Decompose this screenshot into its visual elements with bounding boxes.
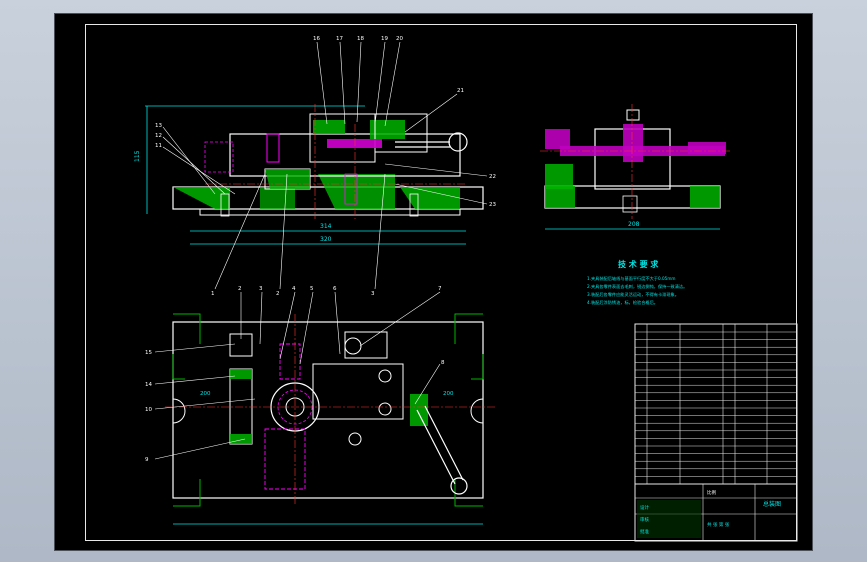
drawing-frame bbox=[85, 24, 797, 541]
approver-label: 批准 bbox=[640, 528, 649, 535]
tech-req-title: 技 术 要 求 bbox=[618, 259, 659, 269]
checker-label: 审核 bbox=[640, 516, 649, 523]
tech-req-item-3: 3.装配后各零件应能灵活运动，不得有卡滞现象。 bbox=[587, 291, 679, 298]
svg-text:12: 12 bbox=[155, 133, 162, 139]
scale-label: 比例 bbox=[707, 489, 716, 496]
svg-text:2: 2 bbox=[276, 291, 280, 297]
assembly-drawing: 115 314 320 bbox=[134, 36, 798, 542]
svg-text:9: 9 bbox=[145, 457, 149, 463]
svg-text:17: 17 bbox=[336, 36, 343, 42]
cad-viewport[interactable]: 115 314 320 bbox=[54, 13, 813, 551]
svg-text:19: 19 bbox=[381, 36, 388, 42]
designer-label: 设计 bbox=[640, 504, 649, 511]
svg-text:4: 4 bbox=[292, 286, 296, 292]
top-left-dim: 200 bbox=[200, 391, 211, 397]
svg-text:23: 23 bbox=[489, 202, 496, 208]
svg-text:21: 21 bbox=[457, 88, 464, 94]
top-right-dim: 200 bbox=[443, 391, 454, 397]
svg-text:2: 2 bbox=[238, 286, 242, 292]
svg-text:16: 16 bbox=[313, 36, 320, 42]
svg-text:7: 7 bbox=[438, 286, 442, 292]
front-height-dim: 115 bbox=[134, 150, 141, 162]
svg-text:6: 6 bbox=[333, 286, 337, 292]
drawing-title: 总装图 bbox=[763, 500, 781, 508]
svg-text:8: 8 bbox=[441, 360, 445, 366]
tech-req-item-2: 2.夹具各零件表面去毛刺，锐边倒钝，保持一致清洁。 bbox=[587, 283, 687, 290]
title-block: 总装图 比例 共 张 第 张 设计 审核 批准 bbox=[634, 483, 798, 542]
svg-text:1: 1 bbox=[211, 291, 215, 297]
tech-requirements: 技 术 要 求 1.夹具装配后轴线与基面平行度不大于0.05mm 2.夹具各零件… bbox=[587, 259, 687, 306]
parts-list bbox=[634, 323, 798, 485]
svg-text:15: 15 bbox=[145, 350, 152, 356]
svg-text:14: 14 bbox=[145, 382, 152, 388]
svg-text:20: 20 bbox=[396, 36, 403, 42]
svg-text:13: 13 bbox=[155, 123, 162, 129]
side-view: 208 bbox=[540, 104, 730, 230]
front-width-dim: 314 bbox=[320, 223, 332, 230]
svg-text:3: 3 bbox=[259, 286, 263, 292]
svg-text:22: 22 bbox=[489, 174, 496, 180]
tech-req-item-1: 1.夹具装配后轴线与基面平行度不大于0.05mm bbox=[587, 275, 675, 282]
svg-text:5: 5 bbox=[310, 286, 314, 292]
svg-text:10: 10 bbox=[145, 407, 152, 413]
svg-text:18: 18 bbox=[357, 36, 364, 42]
svg-text:3: 3 bbox=[371, 291, 375, 297]
tech-req-item-4: 4.装配后涂防锈油，标，检验合格后。 bbox=[587, 299, 658, 306]
front-view: 115 314 320 bbox=[134, 36, 496, 297]
side-width-dim: 208 bbox=[628, 221, 640, 228]
svg-text:320: 320 bbox=[320, 236, 332, 243]
svg-text:11: 11 bbox=[155, 143, 162, 149]
sheet-label: 共 张 第 张 bbox=[707, 521, 730, 528]
top-view: 200 200 2 3 4 5 6 7 bbox=[145, 286, 495, 525]
